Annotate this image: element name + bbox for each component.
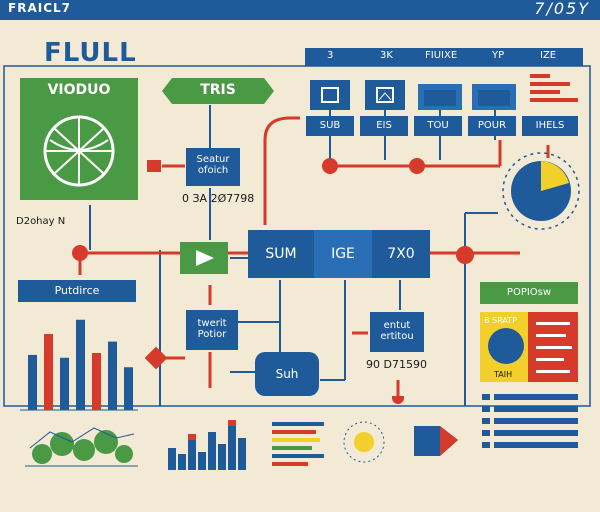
- yellow-gauge-icon: [343, 421, 385, 463]
- red-marker: [147, 160, 161, 172]
- list-rows-icon: [482, 394, 578, 448]
- putdirce-header: Putdirce: [18, 280, 136, 302]
- right-panel-lines: [536, 322, 572, 373]
- list-bars-icon: [530, 74, 578, 102]
- sector-box[interactable]: Seatur ofoich: [186, 148, 240, 186]
- right-panel-label: B SRATP: [484, 316, 517, 325]
- sub-node[interactable]: Suh: [255, 352, 319, 396]
- bars-icon-tile[interactable]: [530, 72, 578, 110]
- left-caption: D2ohay N: [16, 216, 66, 227]
- junction-dot-2: [409, 158, 425, 174]
- junction-dot-3: [72, 245, 88, 261]
- top-button-tou[interactable]: TOU: [414, 116, 462, 136]
- circle-icon: [488, 328, 524, 364]
- blue-ribbon-icon: [414, 426, 458, 456]
- process-node-sum[interactable]: SUM: [248, 230, 314, 278]
- twerit-box[interactable]: twerit Potior: [186, 310, 238, 350]
- icon-tile-3[interactable]: [418, 84, 462, 110]
- bar-4: [76, 319, 85, 410]
- bar-chart: [20, 319, 138, 411]
- page-title: FLULL: [44, 38, 137, 68]
- bar-2: [44, 334, 53, 410]
- number-top: 0 ЗА 2Ø7798: [182, 192, 255, 205]
- banner-left-text: FRAICL7: [8, 1, 71, 15]
- bar-7: [124, 367, 133, 410]
- ent-line2: ertitou: [380, 331, 414, 342]
- bar-6: [108, 341, 117, 410]
- bar-3: [60, 357, 69, 410]
- icon-tile-1[interactable]: [310, 80, 350, 110]
- tris-arrow-shape: [162, 78, 274, 104]
- top-button-sub[interactable]: SUB: [306, 116, 354, 136]
- green-blob-chart: [25, 427, 138, 467]
- play-arrow-box[interactable]: [180, 242, 228, 274]
- pie-gauge: [500, 150, 582, 232]
- image-icon: [376, 87, 394, 103]
- twerit-line1: twerit: [197, 318, 227, 329]
- pie-gauge-icon: [502, 152, 580, 230]
- topbar-label-4: YP: [492, 50, 505, 61]
- right-panel-header: POPIOsw: [480, 282, 578, 304]
- top-button-ihels[interactable]: IHELS: [522, 116, 578, 136]
- process-node-7x0[interactable]: 7X0: [372, 230, 430, 278]
- icon-tile-2[interactable]: [365, 80, 405, 110]
- tris-label: TRIS: [200, 82, 236, 98]
- chest-icon: [478, 90, 510, 106]
- mini-bar-chart: [168, 420, 246, 470]
- play-icon: [196, 250, 214, 266]
- tris-arrow[interactable]: TRIS: [162, 78, 274, 104]
- stacked-strip-chart: [272, 422, 324, 466]
- building-icon: [424, 90, 456, 106]
- top-header-bar: 3 3K FIUIXE YP IZE: [305, 48, 583, 66]
- banner-right-text: 7/05Y: [534, 0, 590, 18]
- right-panel: B SRATP TAIH: [480, 312, 578, 382]
- junction-dot-4: [456, 246, 474, 264]
- bar-1: [28, 354, 37, 410]
- sector-line2: ofoich: [197, 165, 229, 176]
- red-cup-marker: [392, 396, 404, 404]
- globe-icon: [43, 115, 115, 187]
- number-bottom: 90 D71590: [366, 358, 427, 371]
- topbar-label-2: 3K: [380, 50, 393, 61]
- topbar-label-5: IZE: [540, 50, 557, 61]
- photo-icon: [321, 87, 339, 103]
- icon-tile-4[interactable]: [472, 84, 516, 110]
- ent-box[interactable]: entut ertitou: [370, 312, 424, 352]
- ent-line1: entut: [383, 320, 411, 331]
- topbar-label-3: FIUIXE: [425, 50, 458, 61]
- right-panel-bottom-label: TAIH: [494, 370, 513, 379]
- twerit-line2: Potior: [197, 329, 227, 340]
- sector-line1: Seatur: [196, 154, 230, 165]
- junction-dot-1: [322, 158, 338, 174]
- process-node-ige[interactable]: IGE: [314, 230, 372, 278]
- top-banner: FRAICL7 7/05Y: [0, 0, 600, 20]
- top-button-eis[interactable]: EIS: [360, 116, 408, 136]
- green-panel: [20, 102, 138, 200]
- bar-5: [92, 353, 101, 410]
- green-header: VIODUO: [20, 78, 138, 102]
- topbar-label-1: 3: [327, 50, 334, 61]
- top-button-pour[interactable]: POUR: [468, 116, 516, 136]
